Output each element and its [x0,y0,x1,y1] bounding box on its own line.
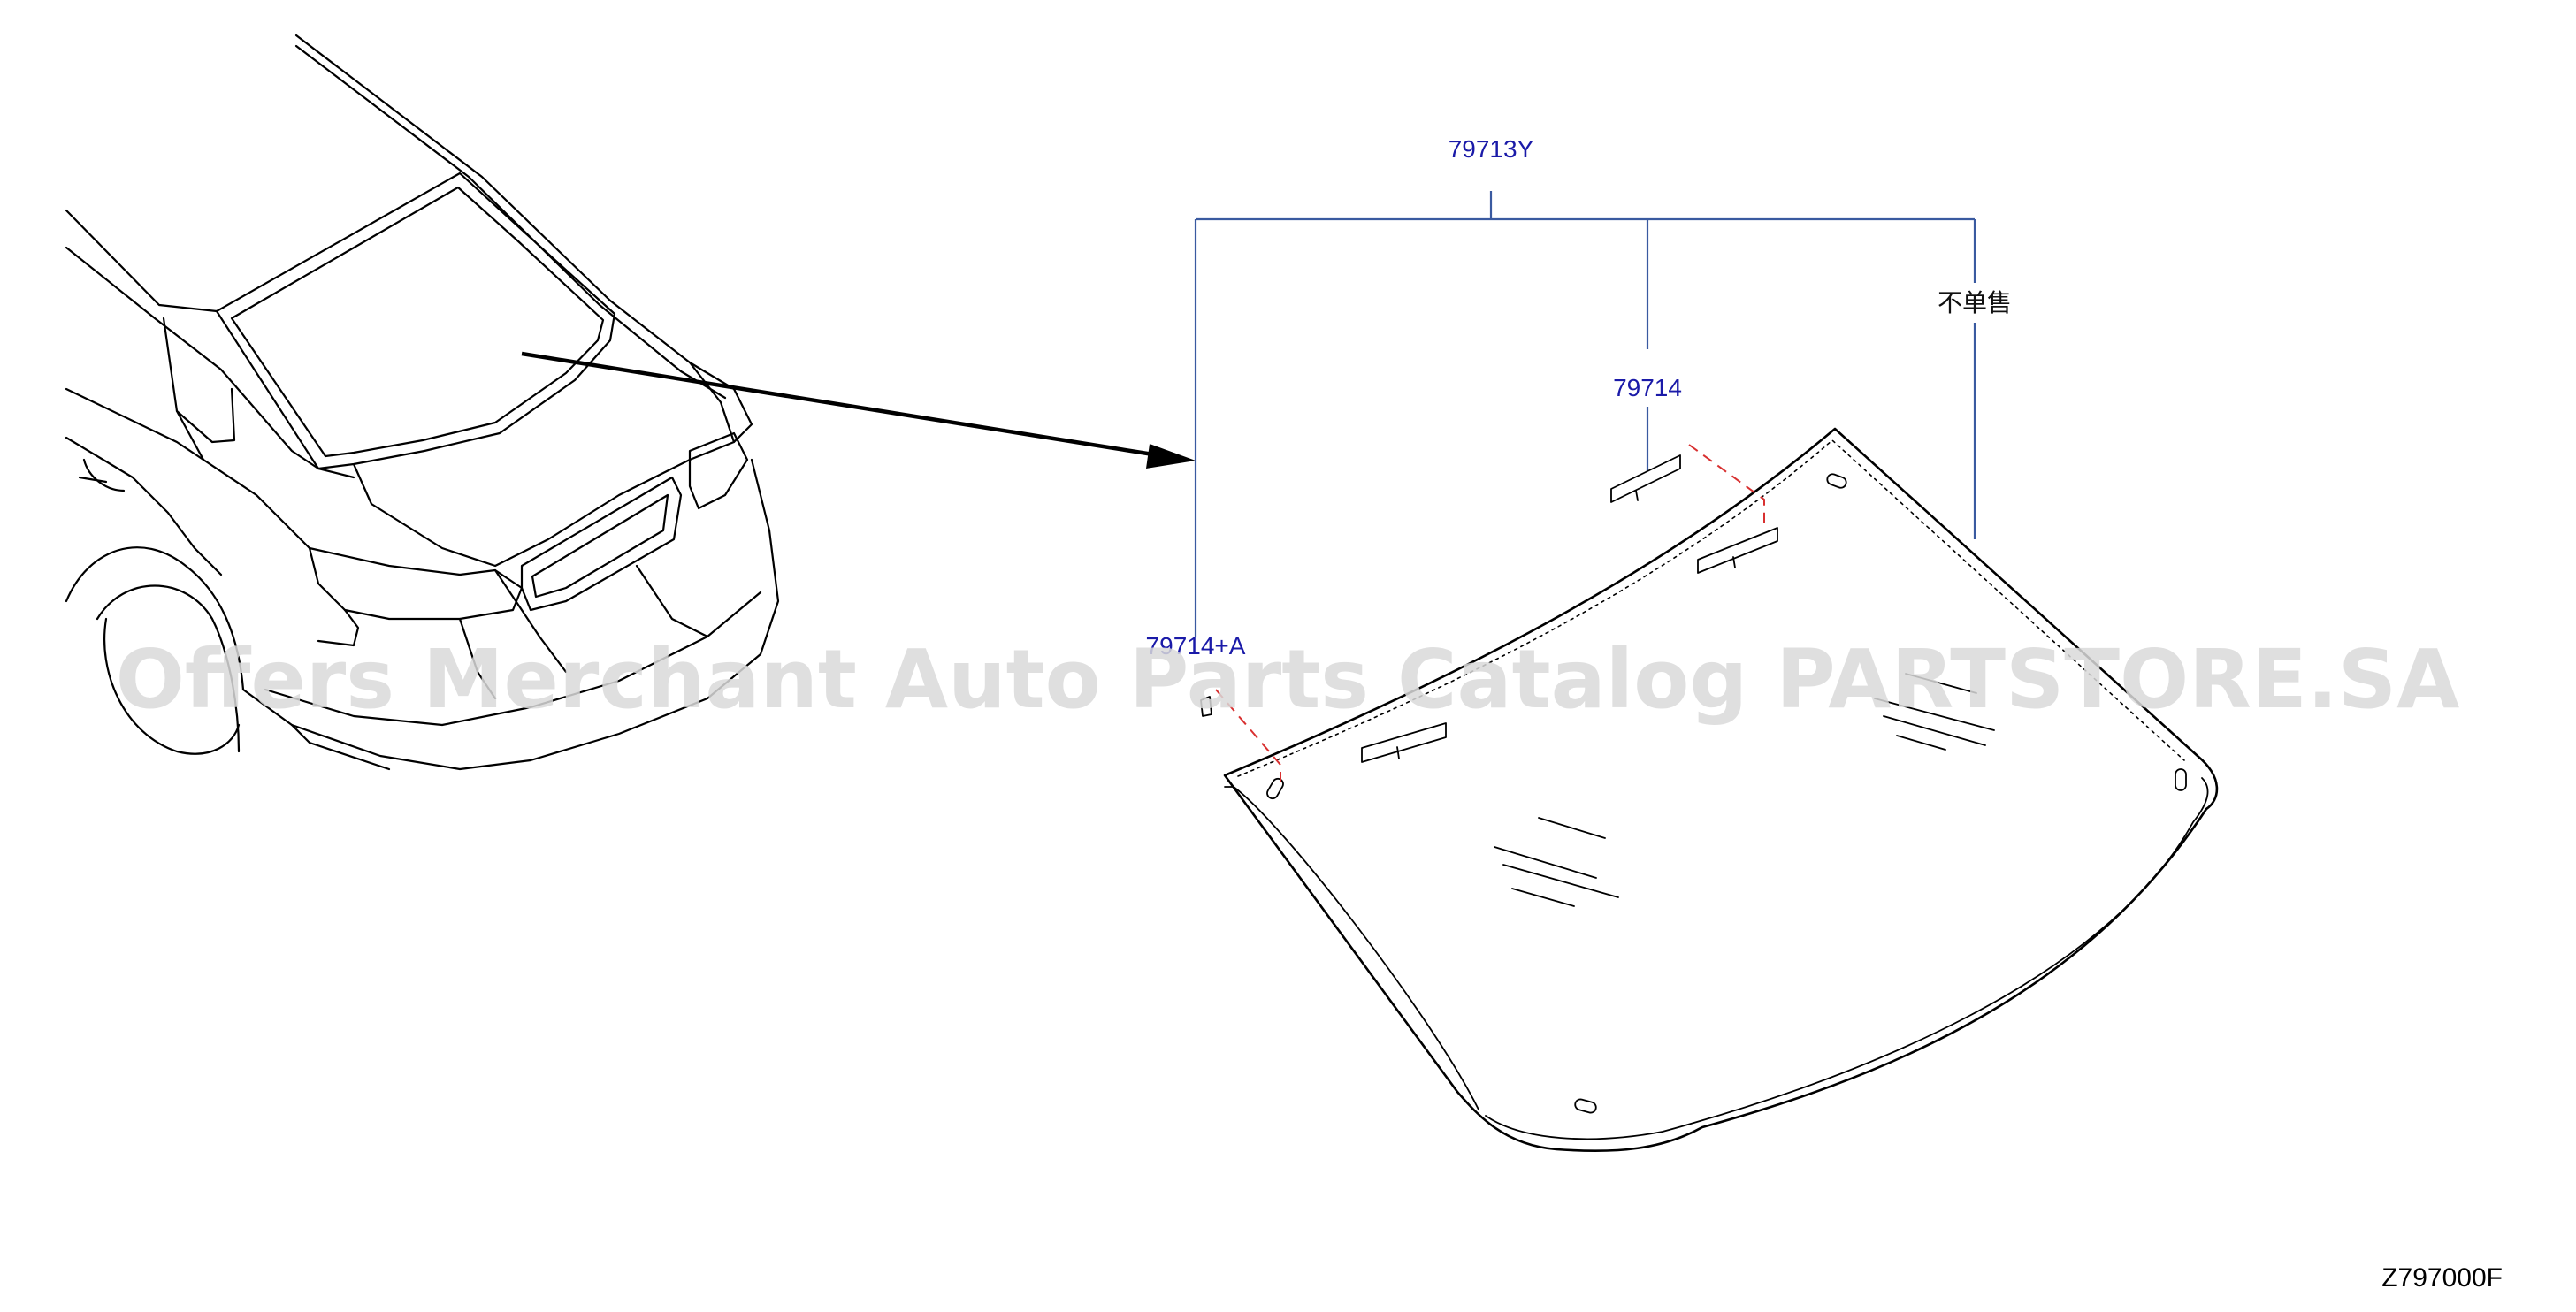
part-label-79714[interactable]: 79714 [1613,374,1682,401]
glass-glare-center [1494,817,1619,907]
pointer-arrow [521,351,1196,469]
diagram-code: Z797000F [2381,1263,2503,1293]
mount-clip [1697,527,1778,574]
watermark-text: Offers Merchant Auto Parts Catalog PARTS… [116,632,2460,727]
rear-window-glass [1200,427,2219,1153]
not-sold-separately-label: 不单售 [1938,289,2012,317]
mount-clip [1610,454,1681,503]
car-illustration [65,34,780,771]
glass-glare-right [1874,673,1995,751]
part-label-79714-a[interactable]: 79714+A [1146,632,1246,660]
leader-lines [1194,191,1976,637]
mount-clip [1361,722,1447,763]
part-label-79713y[interactable]: 79713Y [1449,135,1534,163]
assembly-dash-lines [1215,444,1765,782]
